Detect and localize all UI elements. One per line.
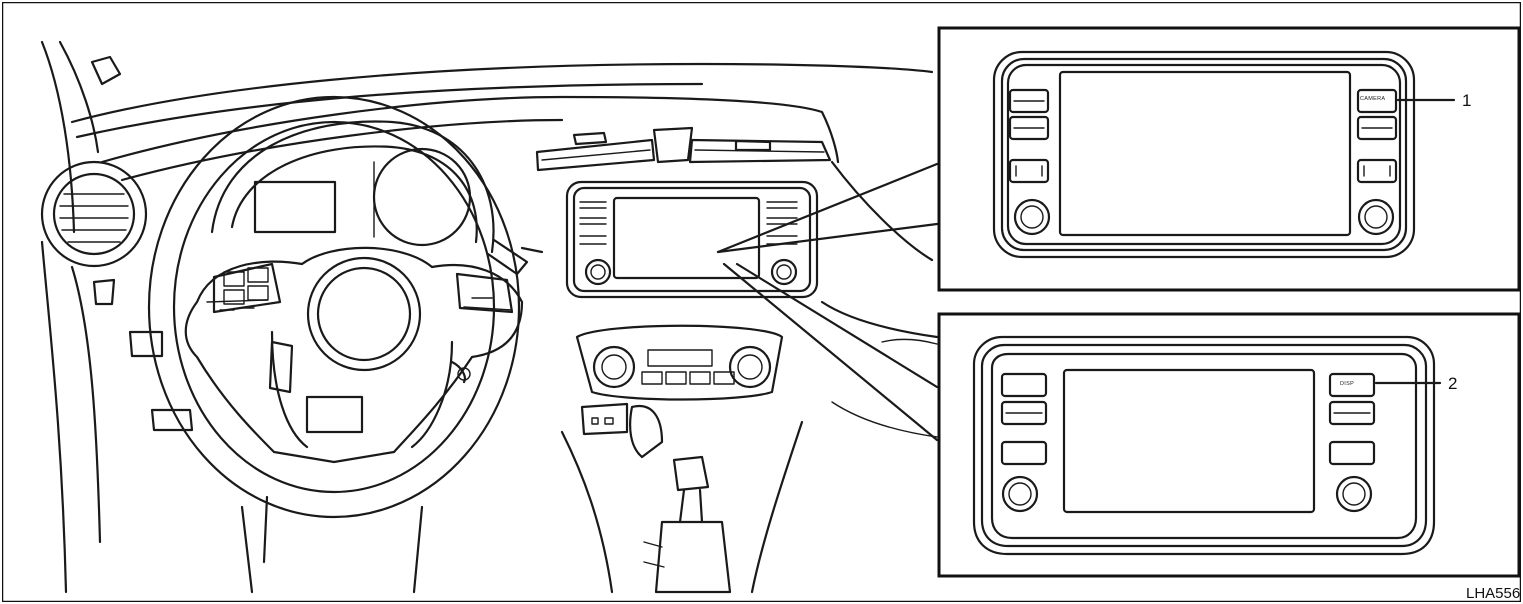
display-audio-unit-inset: DISP 2 xyxy=(937,312,1521,578)
callout-2: 2 xyxy=(1448,374,1457,393)
car-dashboard-illustration xyxy=(40,40,939,594)
disp-button-label: DISP xyxy=(1340,381,1354,387)
navigation-unit-inset: CAMERA 1 xyxy=(937,26,1521,292)
camera-button-label: CAMERA xyxy=(1360,96,1385,102)
callout-1: 1 xyxy=(1462,91,1471,110)
figure-id: LHA5565 xyxy=(1466,585,1521,602)
